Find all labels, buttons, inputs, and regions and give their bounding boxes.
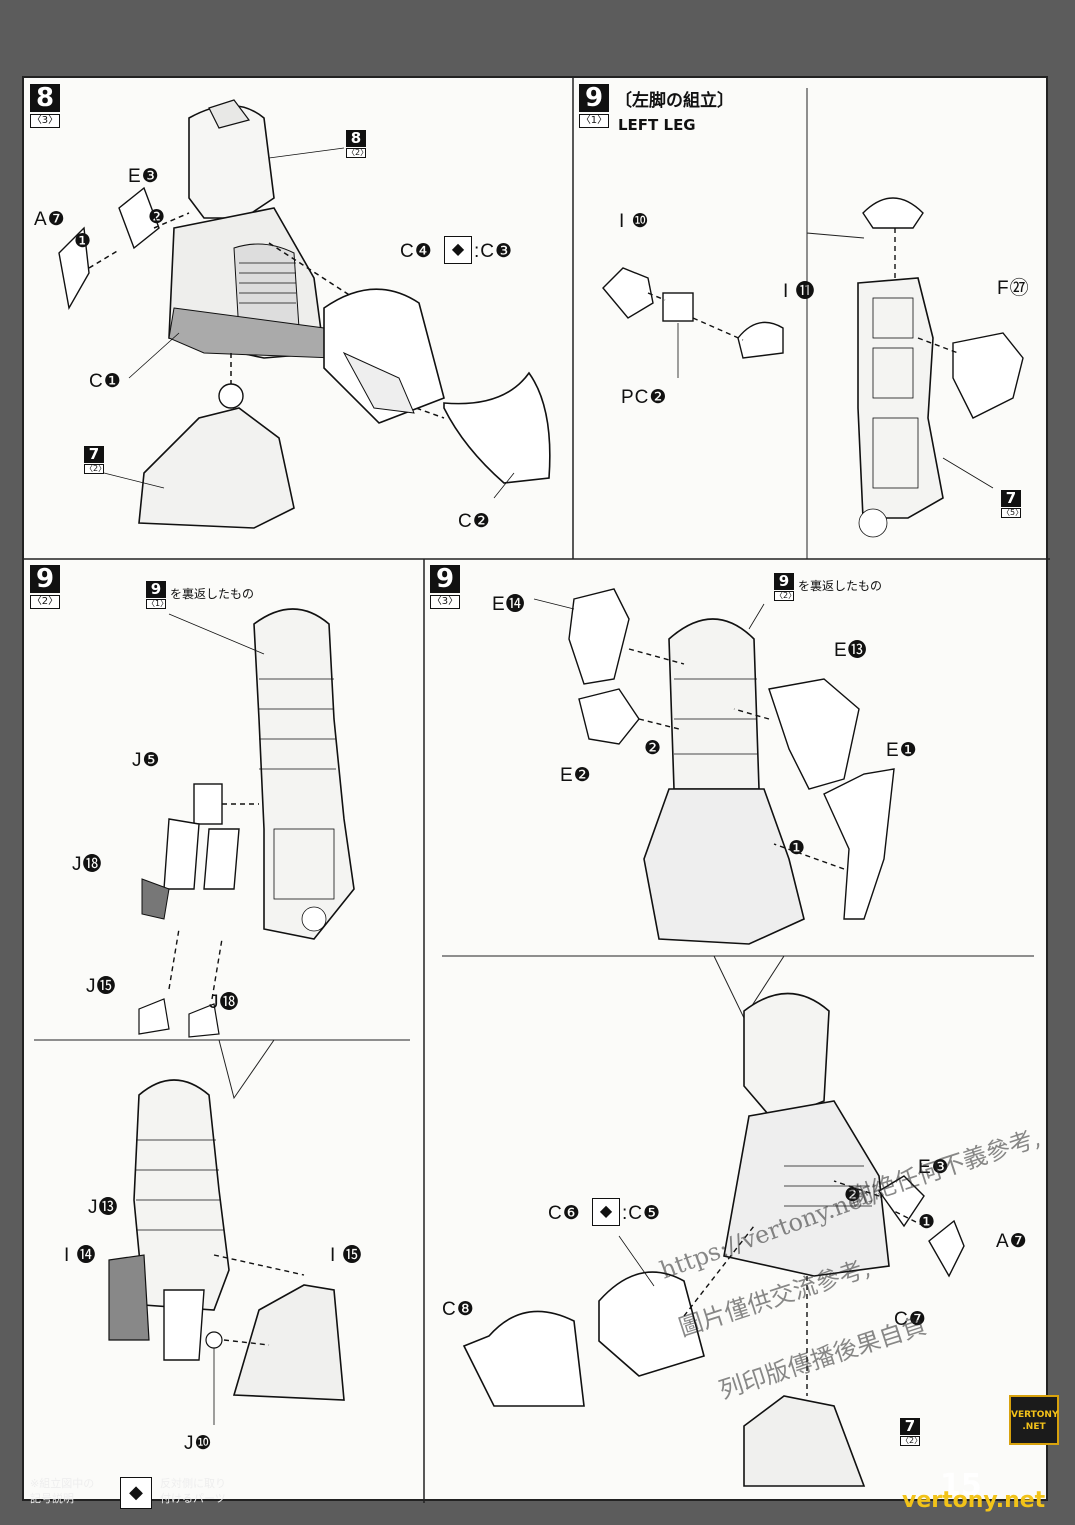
step-number: 9: [430, 565, 460, 593]
step-number: 8: [30, 84, 60, 112]
part-label-i11: I ⓫: [783, 281, 816, 302]
part-label-c4: C❹: [400, 241, 433, 262]
step-9-1-panel: 9 〈1〉 〔左脚の組立〕 LEFT LEG I ❿ I ⓫ PC❷ F㉗: [573, 78, 1050, 559]
ref-step-sub: 〈1〉: [146, 599, 169, 609]
step-9-2-panel: 9 〈2〉 9 〈1〉 を裏返したもの J❺ J⓲ J⓯ J⓲: [24, 559, 424, 1040]
legend-desc-line: 反対側に取り: [160, 1477, 226, 1490]
site-logo: VERTONY .NET: [1009, 1395, 1059, 1445]
part-label-c1: C❶: [89, 371, 122, 392]
ref-step-sub: 〈5〉: [1001, 508, 1024, 518]
step-number: 9: [30, 565, 60, 593]
ref-step-sub: 〈2〉: [84, 464, 107, 474]
part-label-c3: :C❸: [474, 241, 514, 262]
ref-step-sub: 〈2〉: [900, 1436, 923, 1446]
arrow-order-1: ❶: [918, 1212, 937, 1233]
part-label-c6: C❻: [548, 1203, 581, 1224]
arrow-order-2: ❷: [844, 1185, 863, 1206]
part-label-i14: I ⓮: [64, 1245, 97, 1266]
part-label-e3: E❸: [128, 166, 160, 187]
ref-step-number: 9: [146, 581, 166, 598]
step-9-2-result-panel: J⓭ I ⓮ I ⓯ J❿: [24, 1040, 424, 1503]
part-label-j10: J❿: [184, 1433, 213, 1454]
leg-sub-assembly-drawing: [108, 1079, 345, 1425]
site-watermark: vertony.net: [902, 1488, 1046, 1513]
part-label-j13: J⓭: [88, 1197, 119, 1218]
ref-step-number: 7: [84, 446, 104, 463]
ref-step-number: 7: [1001, 490, 1021, 507]
part-label-c7: C❼: [894, 1309, 927, 1330]
arrow-order-2: ❷: [148, 207, 167, 228]
step-sub-number: 〈3〉: [430, 595, 460, 609]
part-label-j15: J⓯: [86, 976, 117, 997]
leg-flipped-drawing: [138, 608, 355, 1038]
opposite-side-symbol: ◆: [592, 1198, 620, 1226]
opposite-side-legend-icon: ◆: [120, 1477, 152, 1509]
legend-title-line: 記号説明: [30, 1492, 74, 1505]
part-label-a7: A❼: [996, 1231, 1028, 1252]
ref-note: を裏返したもの: [798, 579, 883, 593]
panel-grid: [24, 78, 1050, 1503]
part-label-c8: C❽: [442, 1299, 475, 1320]
step-number: 9: [579, 84, 609, 112]
legend-desc-line: 付けるパーツ: [160, 1492, 226, 1505]
arrow-order-2: ❷: [644, 738, 663, 759]
step-9-3-panel: 9 〈3〉 9 〈2〉 を裏返したもの E⓮ E⓭ E❶ E❷ ❶ ❷: [424, 559, 1050, 956]
part-label-e14: E⓮: [492, 594, 526, 615]
ref-step-sub: 〈2〉: [774, 591, 797, 601]
part-label-j18: J⓲: [72, 854, 103, 875]
part-label-j18: J⓲: [209, 992, 240, 1013]
step-title-en: LEFT LEG: [618, 116, 696, 134]
logo-text: VERTONY: [1011, 1410, 1059, 1420]
ref-step-number: 7: [900, 1418, 920, 1435]
ref-step-sub: 〈2〉: [346, 148, 369, 158]
leg-assembly-drawing: [58, 99, 551, 529]
part-label-i15: I ⓯: [330, 1245, 363, 1266]
step-sub-number: 〈3〉: [30, 114, 60, 128]
part-label-f27: F㉗: [997, 278, 1030, 299]
ref-note: を裏返したもの: [170, 587, 255, 601]
part-label-e1: E❶: [886, 740, 918, 761]
part-label-e2: E❷: [560, 765, 592, 786]
step-sub-number: 〈2〉: [30, 595, 60, 609]
legend-title: ※組立図中の 記号説明: [30, 1476, 94, 1506]
step-sub-number: 〈1〉: [579, 114, 609, 128]
step-8-3-panel: 8 〈3〉: [24, 78, 573, 559]
part-label-a7: A❼: [34, 209, 66, 230]
step-title-jp: 〔左脚の組立〕: [615, 91, 734, 111]
logo-text: .NET: [1022, 1422, 1046, 1432]
page-number: 15: [940, 1468, 982, 1503]
part-label-c5: :C❺: [622, 1203, 662, 1224]
left-leg-drawing: [602, 197, 1024, 538]
ref-step-number: 8: [346, 130, 366, 147]
ref-step-number: 9: [774, 573, 794, 590]
leg-armor-drawing: [533, 588, 895, 945]
part-label-c2: C❷: [458, 511, 491, 532]
arrow-order-1: ❶: [788, 838, 807, 859]
step-9-3-result-panel: E❸ A❼ ❶ ❷ C❻ ◆ :C❺ C❽ C❼ 7 〈2〉: [424, 956, 1050, 1503]
part-label-j5: J❺: [132, 750, 161, 771]
arrow-order-1: ❶: [74, 231, 93, 252]
part-label-e3: E❸: [918, 1157, 950, 1178]
legend-title-line: ※組立図中の: [30, 1477, 95, 1490]
instruction-sheet: 8 〈3〉: [22, 76, 1050, 1503]
opposite-side-symbol: ◆: [444, 236, 472, 264]
part-label-i10: I ❿: [619, 211, 650, 232]
leg-final-drawing: [462, 992, 965, 1487]
part-label-e13: E⓭: [834, 640, 868, 661]
part-label-pc2: PC❷: [621, 387, 668, 408]
legend-description: 反対側に取り 付けるパーツ: [160, 1476, 226, 1506]
